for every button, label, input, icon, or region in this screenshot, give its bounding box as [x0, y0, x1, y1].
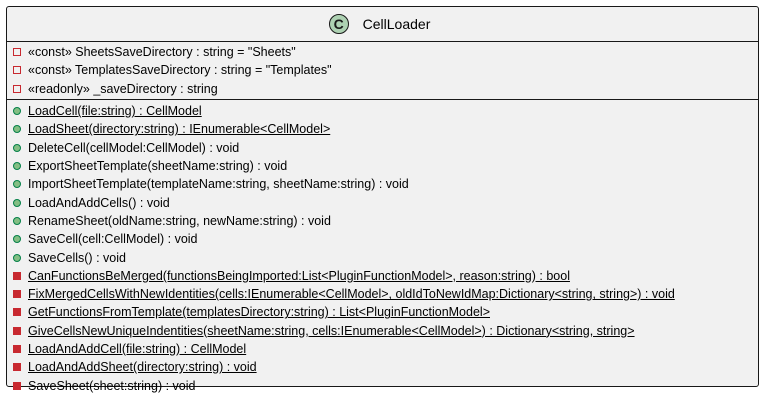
private-visibility-icon	[13, 381, 21, 390]
field-row: «readonly» _saveDirectory : string	[7, 80, 758, 98]
method-row: GiveCellsNewUniqueIndentities(sheetName:…	[7, 322, 758, 340]
method-text: ImportSheetTemplate(templateName:string,…	[28, 177, 409, 192]
private-visibility-icon	[13, 290, 21, 299]
method-row: DeleteCell(cellModel:CellModel) : void	[7, 139, 758, 157]
method-row: ImportSheetTemplate(templateName:string,…	[7, 175, 758, 193]
method-row: SaveCell(cell:CellModel) : void	[7, 230, 758, 248]
method-row: RenameSheet(oldName:string, newName:stri…	[7, 212, 758, 230]
public-visibility-icon	[13, 198, 21, 207]
method-row: LoadAndAddCells() : void	[7, 193, 758, 211]
public-visibility-icon	[13, 162, 21, 171]
method-row: LoadSheet(directory:string) : IEnumerabl…	[7, 120, 758, 138]
method-row: SaveCells() : void	[7, 248, 758, 266]
class-icon: C	[328, 14, 349, 34]
field-text: «const» TemplatesSaveDirectory : string …	[28, 63, 332, 78]
public-visibility-icon	[13, 180, 21, 189]
private-visibility-icon	[13, 308, 21, 317]
method-text: ExportSheetTemplate(sheetName:string) : …	[28, 159, 288, 174]
method-row: LoadCell(file:string) : CellModel	[7, 102, 758, 120]
public-visibility-icon	[13, 143, 21, 152]
private-visibility-icon	[13, 363, 21, 372]
public-visibility-icon	[13, 235, 21, 244]
method-text: RenameSheet(oldName:string, newName:stri…	[28, 213, 331, 228]
class-box: C CellLoader «const» SheetsSaveDirectory…	[6, 6, 759, 393]
public-visibility-icon	[13, 253, 21, 262]
method-row: GetFunctionsFromTemplate(templatesDirect…	[7, 303, 758, 321]
method-text: CanFunctionsBeMerged(functionsBeingImpor…	[28, 268, 570, 283]
private-visibility-icon	[13, 84, 21, 93]
private-visibility-icon	[13, 345, 21, 353]
method-row: CanFunctionsBeMerged(functionsBeingImpor…	[7, 267, 758, 285]
public-visibility-icon	[13, 107, 21, 116]
method-row: LoadAndAddCell(file:string) : CellModel	[7, 340, 758, 358]
public-visibility-icon	[13, 216, 21, 225]
method-row: SaveSheet(sheet:string) : void	[7, 376, 758, 394]
header-separator	[7, 41, 758, 42]
private-visibility-icon	[13, 326, 21, 335]
class-header: C CellLoader	[7, 7, 758, 41]
private-visibility-icon	[13, 48, 21, 57]
method-text: LoadCell(file:string) : CellModel	[28, 104, 202, 119]
private-visibility-icon	[13, 66, 21, 75]
field-text: «readonly» _saveDirectory : string	[28, 81, 218, 96]
public-visibility-icon	[13, 125, 21, 134]
method-text: SaveCell(cell:CellModel) : void	[28, 232, 198, 247]
method-row: LoadAndAddSheet(directory:string) : void	[7, 358, 758, 376]
method-text: GetFunctionsFromTemplate(templatesDirect…	[28, 305, 490, 320]
fields-section: «const» SheetsSaveDirectory : string = "…	[7, 43, 758, 98]
method-text: SaveCells() : void	[28, 250, 126, 265]
method-row: FixMergedCellsWithNewIdentities(cells:IE…	[7, 285, 758, 303]
method-text: DeleteCell(cellModel:CellModel) : void	[28, 140, 240, 155]
field-row: «const» TemplatesSaveDirectory : string …	[7, 61, 758, 79]
field-row: «const» SheetsSaveDirectory : string = "…	[7, 43, 758, 61]
method-text: GiveCellsNewUniqueIndentities(sheetName:…	[28, 323, 635, 338]
method-text: LoadAndAddSheet(directory:string) : void	[28, 360, 257, 375]
private-visibility-icon	[13, 271, 21, 280]
fields-separator	[7, 99, 758, 100]
class-name: CellLoader	[362, 16, 431, 32]
field-text: «const» SheetsSaveDirectory : string = "…	[28, 45, 296, 60]
method-text: LoadAndAddCells() : void	[28, 195, 170, 210]
method-row: ExportSheetTemplate(sheetName:string) : …	[7, 157, 758, 175]
method-text: LoadAndAddCell(file:string) : CellModel	[28, 342, 247, 356]
method-text: FixMergedCellsWithNewIdentities(cells:IE…	[28, 287, 675, 302]
method-text: LoadSheet(directory:string) : IEnumerabl…	[28, 122, 331, 137]
method-text: SaveSheet(sheet:string) : void	[28, 378, 196, 393]
